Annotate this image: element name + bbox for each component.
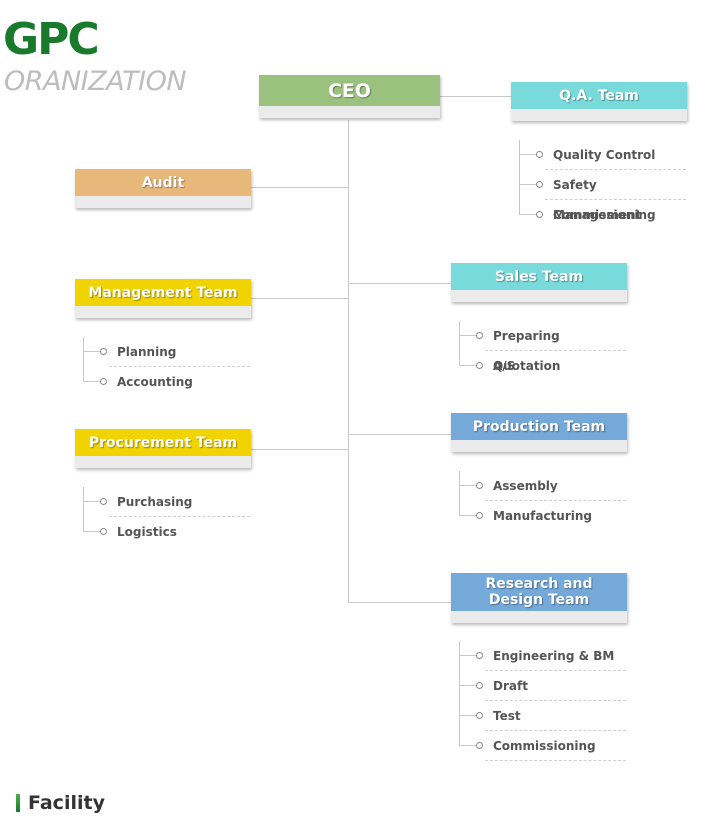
qa-team-label: Q.A. Team	[511, 82, 687, 109]
list-item: Preparing Quotation	[451, 321, 626, 373]
list-item: Manufacturing	[451, 501, 626, 531]
list-item: Commissioning	[511, 200, 686, 230]
connector-procurement	[251, 449, 348, 450]
list-item: Quality Control	[511, 140, 686, 170]
facility-bar-icon	[16, 794, 20, 812]
connector-rnd	[348, 602, 451, 603]
list-item: A/S	[451, 351, 626, 381]
list-item: Commissioning	[451, 731, 626, 761]
list-item: Draft	[451, 671, 626, 701]
sales-team-items: Preparing Quotation A/S	[451, 321, 626, 381]
facility-label: Facility	[28, 792, 105, 814]
procurement-team-box: Procurement Team	[75, 429, 251, 468]
connector-audit	[251, 187, 348, 188]
qa-team-items: Quality Control Safety Management Commis…	[511, 140, 686, 230]
list-item: Purchasing	[75, 487, 250, 517]
ceo-box: CEO	[259, 75, 440, 118]
rnd-team-items: Engineering & BM Draft Test Commissionin…	[451, 641, 626, 761]
connector-ceo-qa	[440, 96, 511, 97]
connector-management	[251, 298, 348, 299]
management-team-box: Management Team	[75, 279, 251, 318]
connector-sales	[348, 283, 451, 284]
list-item: Logistics	[75, 517, 250, 547]
list-item: Planning	[75, 337, 250, 367]
list-item: Test	[451, 701, 626, 731]
facility-heading: Facility	[16, 792, 105, 814]
qa-team-box: Q.A. Team	[511, 82, 687, 121]
list-item: Safety Management	[511, 170, 686, 222]
procurement-team-items: Purchasing Logistics	[75, 487, 250, 547]
audit-label: Audit	[75, 169, 251, 196]
list-item: Engineering & BM	[451, 641, 626, 671]
connector-trunk	[348, 120, 349, 603]
production-team-box: Production Team	[451, 413, 627, 452]
list-item: Assembly	[451, 471, 626, 501]
ceo-label: CEO	[259, 75, 440, 106]
connector-production	[348, 434, 451, 435]
management-team-items: Planning Accounting	[75, 337, 250, 397]
audit-box: Audit	[75, 169, 251, 208]
procurement-team-label: Procurement Team	[75, 429, 251, 456]
sales-team-label: Sales Team	[451, 263, 627, 290]
management-team-label: Management Team	[75, 279, 251, 306]
production-team-label: Production Team	[451, 413, 627, 440]
list-item: Accounting	[75, 367, 250, 397]
brand-logo: GPC	[3, 14, 100, 65]
sales-team-box: Sales Team	[451, 263, 627, 302]
rnd-team-box: Research and Design Team	[451, 573, 627, 623]
production-team-items: Assembly Manufacturing	[451, 471, 626, 531]
rnd-team-label: Research and Design Team	[451, 573, 627, 611]
page-subtitle: ORANIZATION	[4, 66, 187, 97]
